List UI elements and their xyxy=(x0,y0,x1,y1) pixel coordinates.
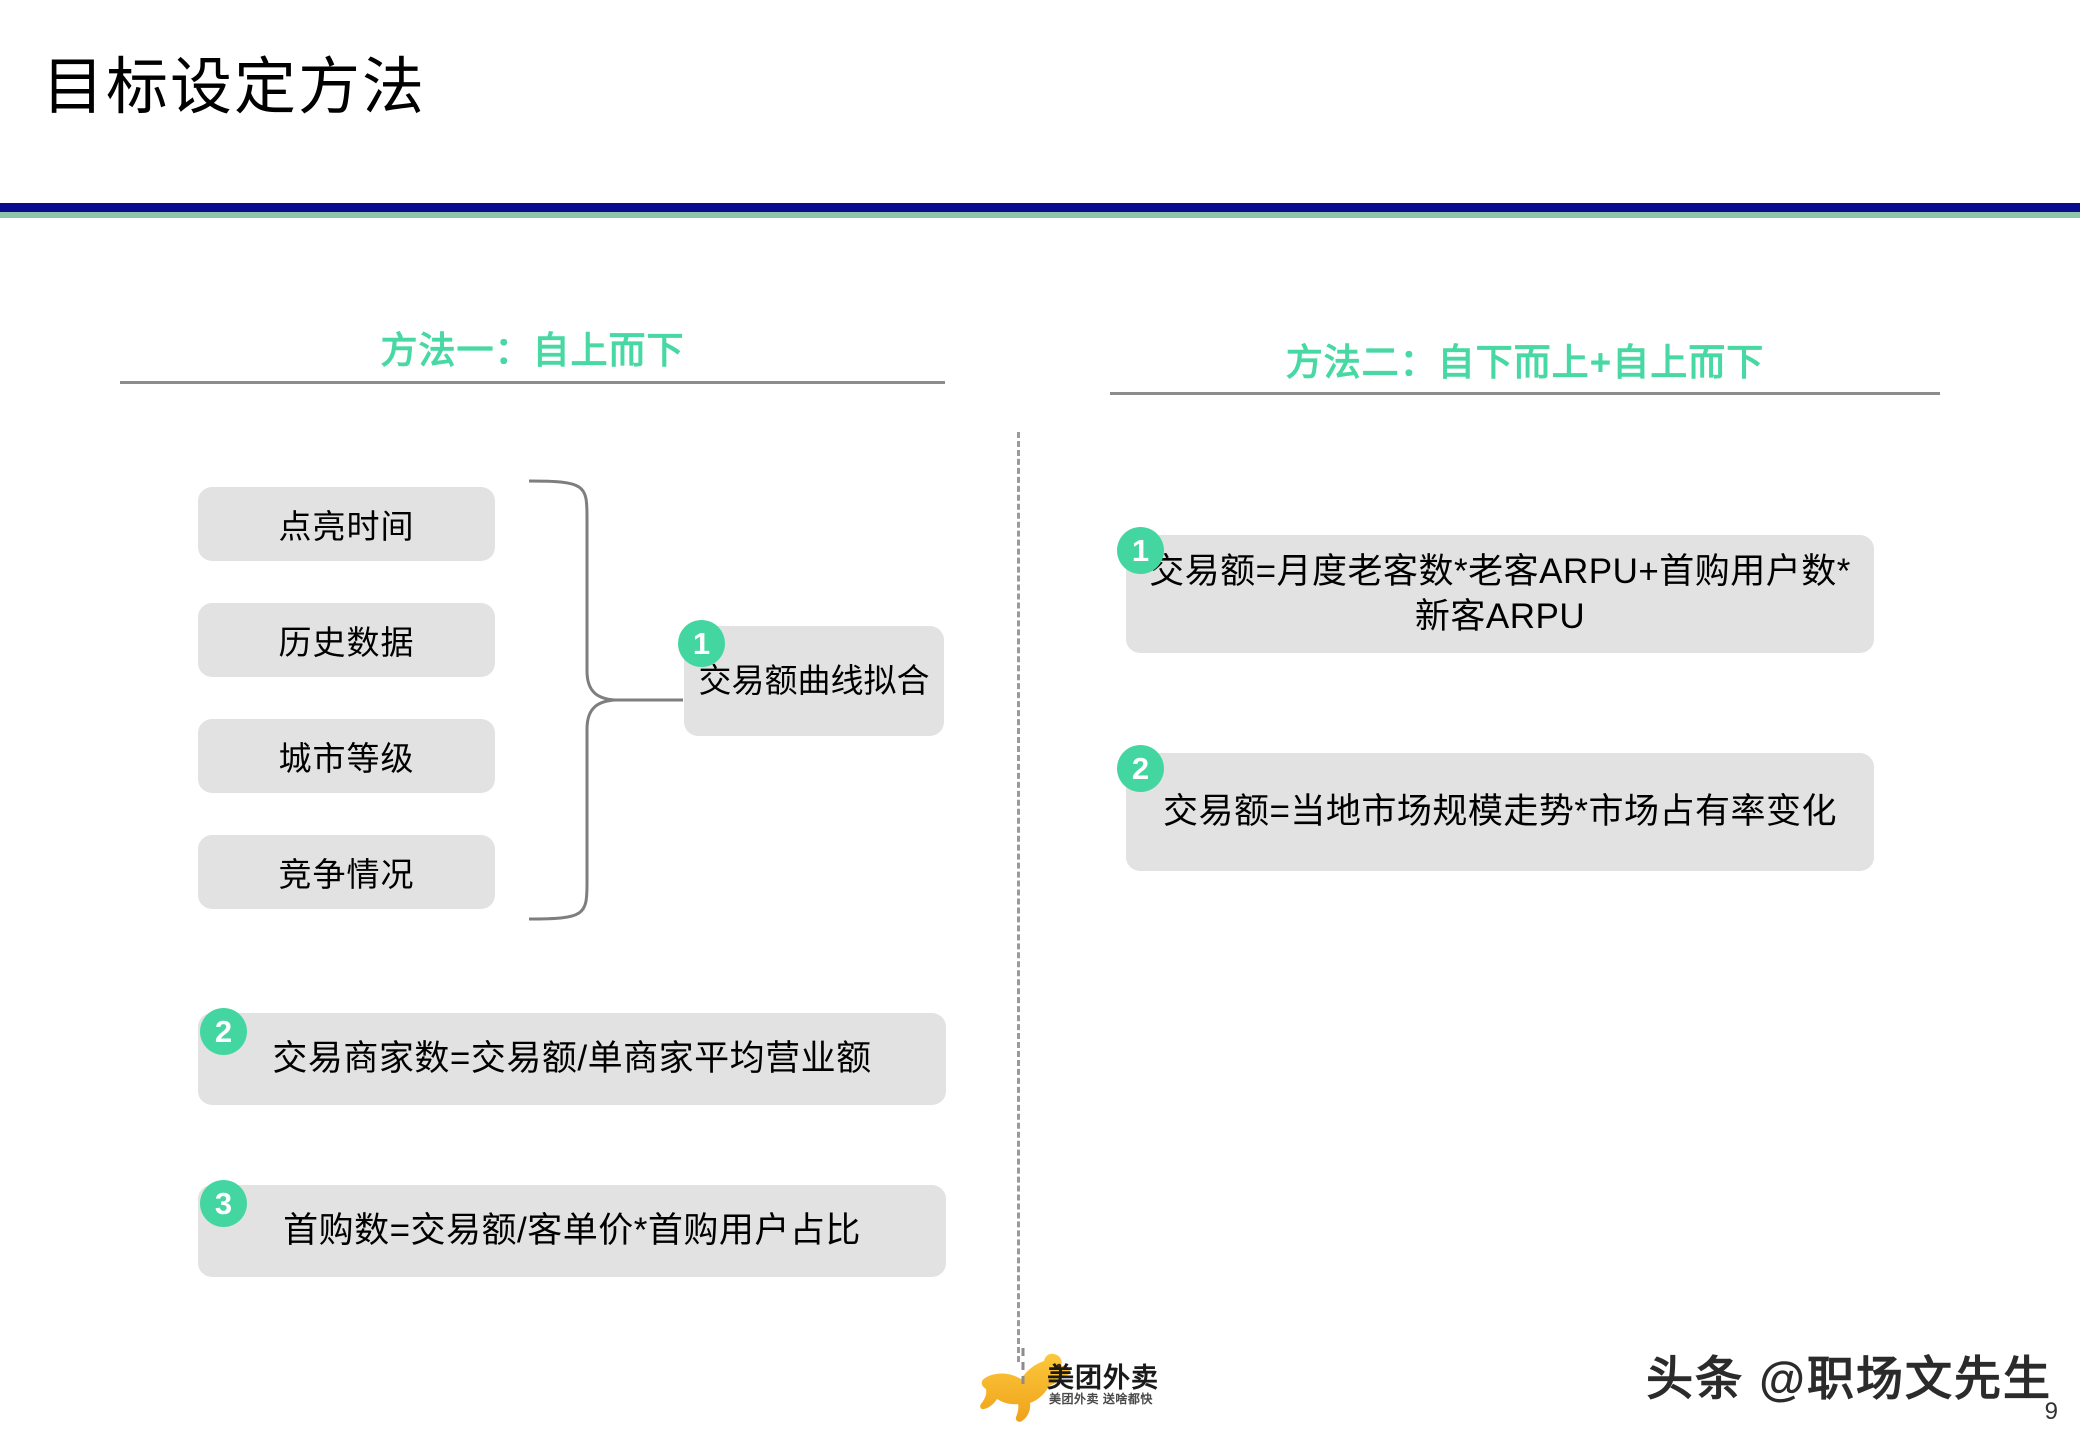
left-formula-text: 首购数=交易额/客单价*首购用户占比 xyxy=(283,1211,861,1251)
factor-box: 历史数据 xyxy=(198,603,495,677)
factor-label: 历史数据 xyxy=(278,624,415,661)
factor-box: 竞争情况 xyxy=(198,835,495,909)
badge-right-formula-1: 1 xyxy=(1117,527,1164,574)
factor-label: 城市等级 xyxy=(278,740,415,777)
left-formula-box: 交易商家数=交易额/单商家平均营业额 xyxy=(198,1013,946,1105)
right-column-heading: 方法二：自下而上+自上而下 xyxy=(1285,342,1765,383)
logo-brand-name: 美团外卖 xyxy=(1047,1363,1159,1393)
right-formula-box: 交易额=月度老客数*老客ARPU+首购用户数*新客ARPU xyxy=(1126,535,1874,653)
right-formula-box: 交易额=当地市场规模走势*市场占有率变化 xyxy=(1126,753,1874,871)
kangaroo-icon xyxy=(980,1348,1071,1422)
left-formula-text: 交易商家数=交易额/单商家平均营业额 xyxy=(272,1039,872,1079)
badge-left-formula-3: 3 xyxy=(200,1180,247,1227)
right-formula-text: 交易额=当地市场规模走势*市场占有率变化 xyxy=(1162,792,1838,832)
left-result-box: 交易额曲线拟合 xyxy=(684,626,944,736)
factor-box: 点亮时间 xyxy=(198,487,495,561)
right-heading-underline xyxy=(1110,392,1940,395)
watermark: 头条 @职场文先生 xyxy=(1646,1352,2052,1405)
page-title: 目标设定方法 xyxy=(42,53,427,122)
left-column-heading: 方法一：自上而下 xyxy=(380,330,685,371)
title-divider-navy xyxy=(0,203,2080,212)
column-dashed-divider xyxy=(1017,432,1020,1362)
badge-right-formula-2: 2 xyxy=(1117,745,1164,792)
left-heading-underline xyxy=(120,381,945,384)
factor-box: 城市等级 xyxy=(198,719,495,793)
left-formula-box: 首购数=交易额/客单价*首购用户占比 xyxy=(198,1185,946,1277)
factor-label: 竞争情况 xyxy=(278,856,415,893)
page-number: 9 xyxy=(2044,1398,2058,1425)
logo-tagline: 美团外卖 送啥都快 xyxy=(1049,1392,1153,1406)
meituan-waimai-logo: 美团外卖 美团外卖 送啥都快 xyxy=(975,1348,1165,1430)
badge-left-result: 1 xyxy=(678,620,725,667)
right-formula-text: 交易额=月度老客数*老客ARPU+首购用户数*新客ARPU xyxy=(1149,551,1851,637)
factor-label: 点亮时间 xyxy=(278,508,415,545)
title-divider-sage xyxy=(0,212,2080,218)
curly-brace-connector xyxy=(528,479,683,921)
left-result-label: 交易额曲线拟合 xyxy=(698,661,930,699)
badge-left-formula-2: 2 xyxy=(200,1008,247,1055)
